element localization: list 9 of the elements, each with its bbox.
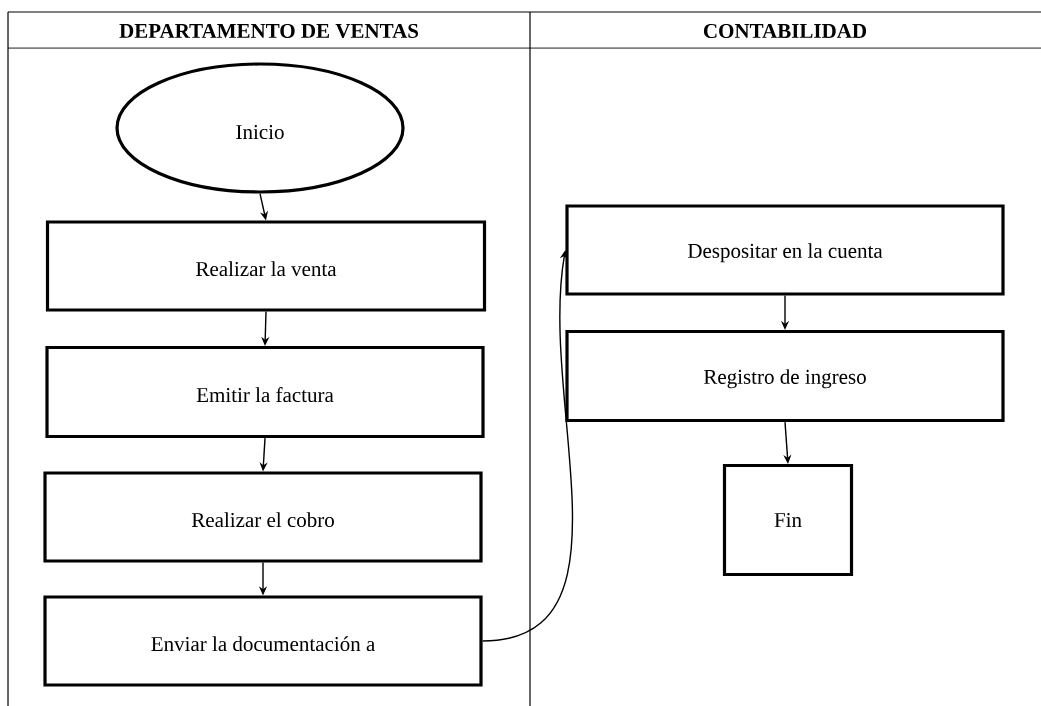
process-box: Realizar el cobro	[43, 471, 483, 563]
process-box: Emitir la factura	[45, 345, 485, 439]
column-header: CONTABILIDAD	[703, 23, 867, 39]
process-box: Despositar en la cuenta	[565, 204, 1005, 296]
process-box: Fin	[722, 463, 854, 577]
process-box: Enviar la documentación a	[43, 595, 483, 687]
column-header: DEPARTAMENTO DE VENTAS	[119, 23, 419, 39]
process-box: Registro de ingreso	[565, 329, 1005, 423]
process-box: Realizar la venta	[45, 220, 487, 312]
